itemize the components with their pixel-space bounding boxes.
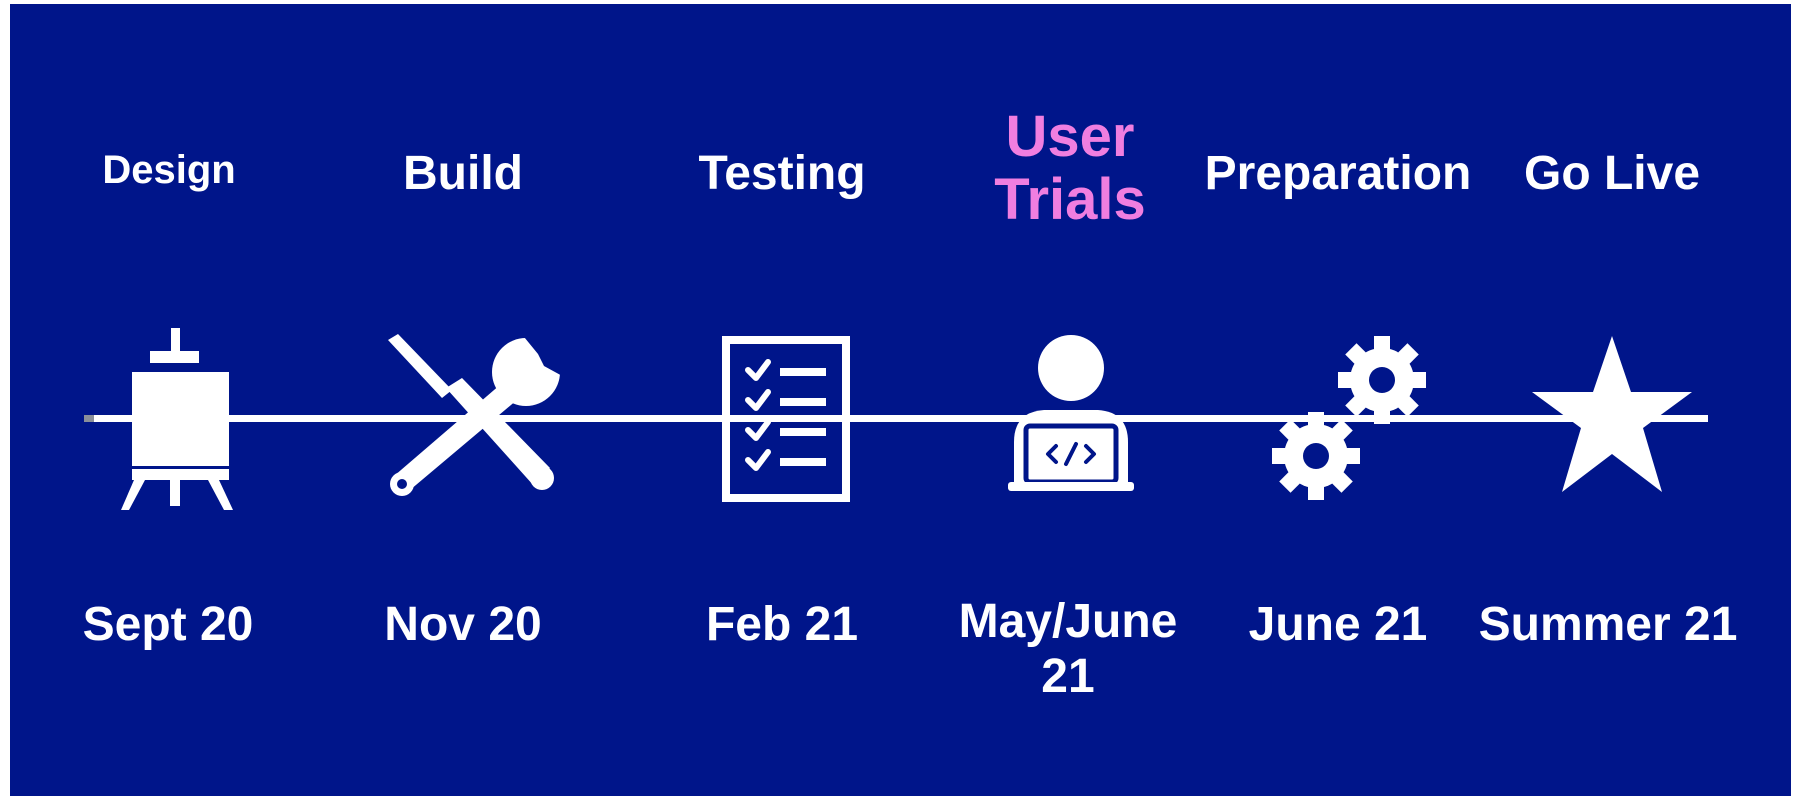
easel-icon xyxy=(121,328,233,510)
checklist-icon xyxy=(722,336,850,502)
star-icon xyxy=(1532,336,1692,492)
stage-label-user-trials: User Trials xyxy=(994,104,1146,232)
date-label-preparation: June 21 xyxy=(1248,598,1428,651)
date-label-testing: Feb 21 xyxy=(705,598,859,651)
stage-label-design: Design xyxy=(102,148,236,192)
gears-icon xyxy=(1272,336,1426,500)
date-label-user-trials: May/June 21 xyxy=(958,595,1178,704)
stage-label-preparation: Preparation xyxy=(1204,147,1472,200)
date-label-design: Sept 20 xyxy=(82,598,254,651)
timeline-line xyxy=(84,415,1708,422)
date-label-build: Nov 20 xyxy=(384,598,542,651)
timeline-start-tick xyxy=(84,415,94,422)
stage-label-go-live: Go Live xyxy=(1523,147,1701,200)
timeline-panel: Design Build Testing User Trials Prepara… xyxy=(10,4,1791,796)
stage-label-testing: Testing xyxy=(698,147,866,200)
stage-label-build: Build xyxy=(403,147,523,200)
tools-icon xyxy=(388,332,560,496)
date-label-go-live: Summer 21 xyxy=(1478,598,1738,651)
user-laptop-icon xyxy=(1008,335,1134,491)
